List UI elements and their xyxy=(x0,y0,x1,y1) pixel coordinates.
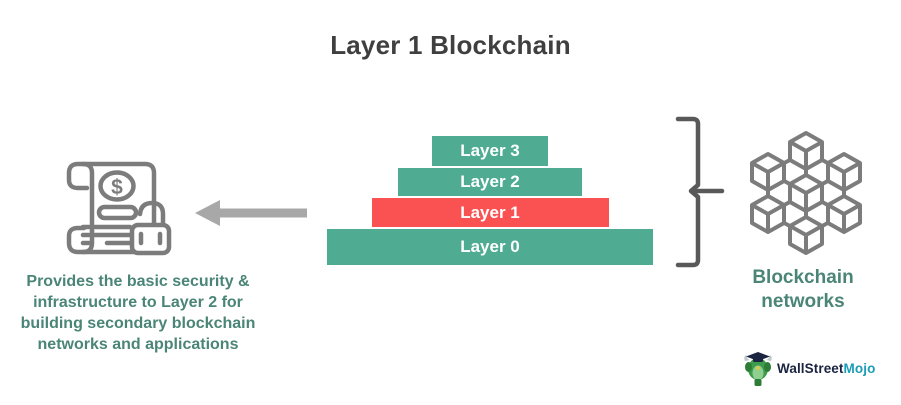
left-caption-line1: Provides the basic security & xyxy=(26,273,250,290)
wallstreetmojo-logo: WallStreetMojo xyxy=(742,351,875,386)
logo-text: WallStreetMojo xyxy=(777,361,875,376)
pyramid-layer-2: Layer 2 xyxy=(398,168,582,196)
left-arrow-icon xyxy=(195,200,307,226)
left-caption-line3: building secondary blockchain xyxy=(20,315,256,332)
right-caption-line2: networks xyxy=(761,291,845,312)
right-caption: Blockchain networks xyxy=(728,266,878,314)
right-caption-line1: Blockchain xyxy=(752,267,854,288)
left-caption-line4: networks and applications xyxy=(37,336,239,353)
document-with-dollar-and-lock-icon: $ xyxy=(66,161,172,256)
pyramid-layer-3: Layer 3 xyxy=(432,136,548,166)
pyramid-layer-1: Layer 1 xyxy=(371,198,609,227)
logo-text-wallstreet: WallStreet xyxy=(777,361,844,376)
pyramid-layer-0: Layer 0 xyxy=(327,229,653,265)
left-caption-line2: infrastructure to Layer 2 for xyxy=(33,294,243,311)
page-title: Layer 1 Blockchain xyxy=(330,30,571,60)
layer-pyramid: Layer 3 Layer 2 Layer 1 Layer 0 xyxy=(323,136,657,265)
left-caption: Provides the basic security & infrastruc… xyxy=(4,271,272,355)
bull-mascot-icon xyxy=(744,352,772,386)
logo-text-mojo: Mojo xyxy=(843,361,876,376)
blockchain-network-cubes-icon xyxy=(750,131,862,255)
svg-text:$: $ xyxy=(111,176,123,199)
right-curly-bracket-icon xyxy=(675,116,725,268)
